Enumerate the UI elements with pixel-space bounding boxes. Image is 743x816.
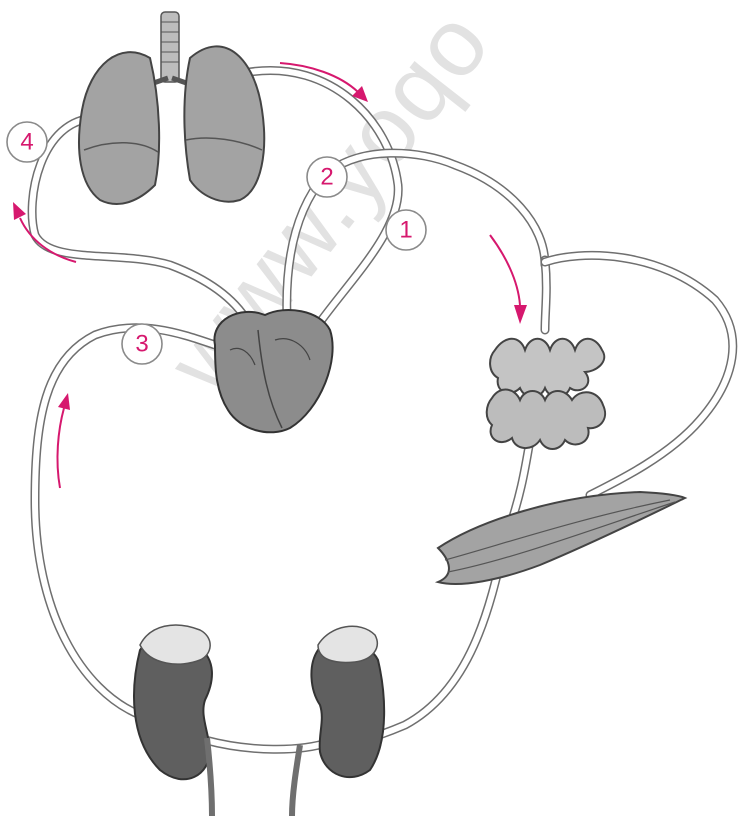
kidneys xyxy=(134,625,384,816)
vessel-renal-connection xyxy=(205,740,330,749)
vessel-to-intestines xyxy=(545,260,546,330)
marker-3-label: 3 xyxy=(135,331,148,358)
marker-3: 3 xyxy=(122,324,162,364)
left-lung xyxy=(79,52,159,204)
muscle xyxy=(438,492,685,584)
marker-1-label: 1 xyxy=(399,217,412,244)
marker-4-label: 4 xyxy=(20,129,33,156)
arrow-left-up xyxy=(57,393,70,488)
marker-2-label: 2 xyxy=(320,164,333,191)
arrow-right-down xyxy=(490,235,527,324)
marker-4: 4 xyxy=(7,122,47,162)
right-kidney xyxy=(292,626,384,816)
intestines xyxy=(487,339,605,449)
lungs xyxy=(79,12,264,204)
heart xyxy=(214,310,332,432)
marker-2: 2 xyxy=(307,157,347,197)
marker-1: 1 xyxy=(386,210,426,250)
left-kidney xyxy=(134,625,212,816)
